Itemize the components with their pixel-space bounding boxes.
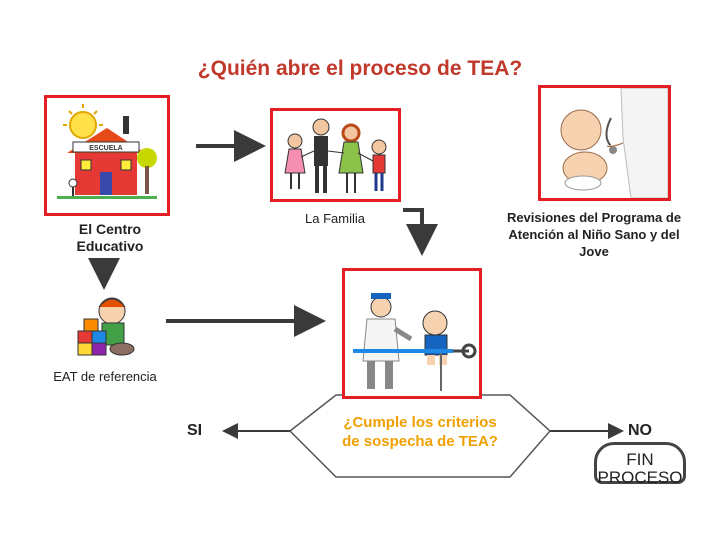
label-revisiones: Revisiones del Programa de Atención al N… <box>494 209 694 260</box>
label-centro-educativo: El Centro Educativo <box>60 221 160 255</box>
label-eat: EAT de referencia <box>40 368 170 385</box>
decision-question: ¿Cumple los criterios de sospecha de TEA… <box>320 413 520 451</box>
school-illustration: ESCUELA <box>47 98 167 213</box>
family-illustration <box>273 111 398 199</box>
eat-illustration <box>72 293 138 357</box>
decision-question-line2: de sospecha de TEA? <box>320 432 520 451</box>
family-frame <box>270 108 401 202</box>
label-familia: La Familia <box>280 210 390 227</box>
label-no: NO <box>628 422 652 440</box>
end-process-box: FIN PROCESO <box>594 442 686 484</box>
school-frame: ESCUELA <box>44 95 170 216</box>
doctor-baby-illustration <box>541 88 668 198</box>
arrow-family-to-doctor <box>403 210 422 248</box>
school-sign-text: ESCUELA <box>89 145 122 152</box>
doctor-frame <box>342 268 482 399</box>
end-line2: PROCESO <box>597 469 683 487</box>
doctor-exam-illustration <box>345 271 479 396</box>
decision-question-line1: ¿Cumple los criterios <box>320 413 520 432</box>
label-si: SI <box>187 422 202 440</box>
end-line1: FIN <box>597 451 683 469</box>
revisiones-frame <box>538 85 671 201</box>
